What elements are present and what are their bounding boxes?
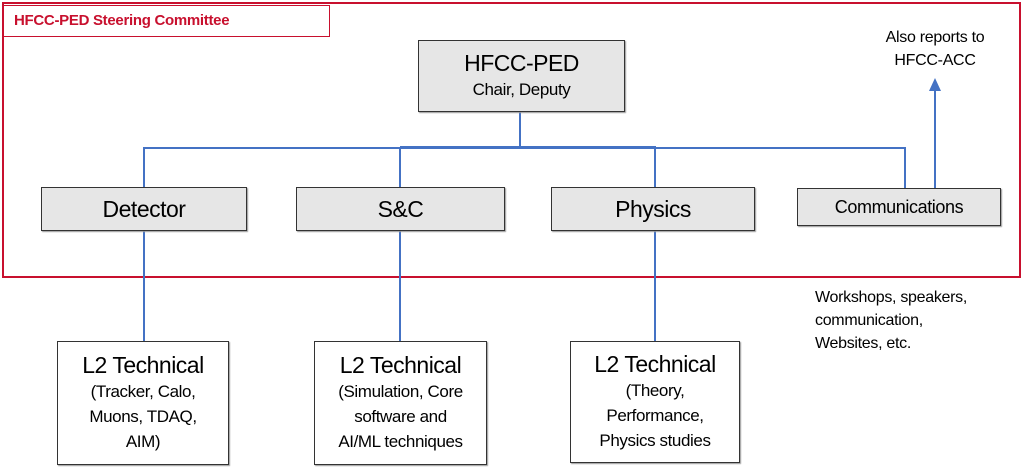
l2-line: (Tracker, Calo, <box>90 382 196 401</box>
physics-box: Physics <box>551 187 755 231</box>
l2-line: (Theory, <box>625 381 685 400</box>
connector-l2-sc <box>399 230 401 342</box>
connector-communications <box>904 148 906 188</box>
l2-sc-box: L2 Technical (Simulation, Core software … <box>314 341 487 465</box>
detector-label: Detector <box>102 195 186 222</box>
detector-box: Detector <box>41 187 247 231</box>
hfcc-ped-box: HFCC-PED Chair, Deputy <box>418 40 625 112</box>
hfcc-ped-title: HFCC-PED <box>464 50 579 76</box>
sc-label: S&C <box>377 195 424 222</box>
hfcc-ped-subtitle: Chair, Deputy <box>472 80 571 99</box>
l2-detector-box: L2 Technical (Tracker, Calo, Muons, TDAQ… <box>57 341 229 465</box>
sc-box: S&C <box>296 187 505 231</box>
committee-label-box: HFCC-PED Steering Committee <box>3 5 330 37</box>
connector-sc <box>399 148 401 188</box>
l2-line: Performance, <box>606 406 704 425</box>
note-line: communication, <box>815 312 923 329</box>
physics-label: Physics <box>615 195 691 222</box>
l2-line: Muons, TDAQ, <box>89 407 197 426</box>
note-line: Workshops, speakers, <box>815 289 967 306</box>
l2-physics-box: L2 Technical (Theory, Performance, Physi… <box>570 341 740 463</box>
l2-line: AIM) <box>125 432 161 451</box>
l2-line: AI/ML techniques <box>338 432 463 451</box>
communications-label: Communications <box>834 196 964 217</box>
l2-title: L2 Technical <box>82 352 204 378</box>
l2-line: software and <box>354 407 447 426</box>
connector-l2-detector <box>143 230 145 342</box>
l2-line: Physics studies <box>599 431 711 450</box>
connector-physics <box>654 148 656 188</box>
note-line: Websites, etc. <box>815 335 911 352</box>
also-reports-line1: Also reports to <box>885 29 985 46</box>
connector-horizontal-thick <box>400 146 656 149</box>
arrow-up-icon <box>929 78 941 91</box>
connector-l2-physics <box>654 230 656 342</box>
l2-title: L2 Technical <box>339 352 462 378</box>
arrow-shaft <box>934 90 936 188</box>
connector-top <box>519 112 521 149</box>
steering-committee-frame <box>2 2 1021 278</box>
connector-detector <box>143 148 145 188</box>
communications-note: Workshops, speakers, communication, Webs… <box>815 286 1015 355</box>
also-reports-line2: HFCC-ACC <box>894 52 976 69</box>
communications-box: Communications <box>797 188 1001 226</box>
l2-title: L2 Technical <box>594 351 716 377</box>
l2-line: (Simulation, Core <box>338 382 463 401</box>
committee-label: HFCC-PED Steering Committee <box>14 12 230 29</box>
also-reports-text: Also reports to HFCC-ACC <box>850 26 1020 72</box>
